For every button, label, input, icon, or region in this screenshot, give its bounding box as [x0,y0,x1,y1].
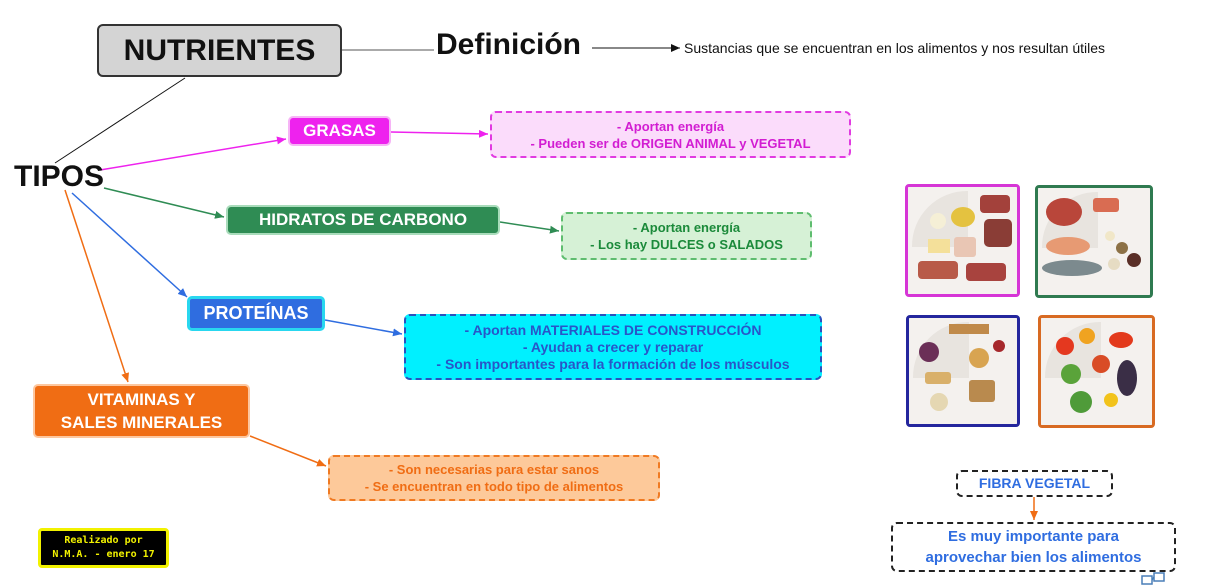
vitaminas-node: VITAMINAS Y SALES MINERALES [33,384,250,438]
grasas-info-line: - Pueden ser de ORIGEN ANIMAL y VEGETAL [530,135,811,151]
proteinas-info-line: - Aportan MATERIALES DE CONSTRUCCIÓN [464,321,762,338]
definicion-text: Sustancias que se encuentran en los alim… [684,40,1106,56]
tipos-label: TIPOS [14,160,105,193]
hidratos-node: HIDRATOS DE CARBONO [226,205,500,235]
grasas-node: GRASAS [288,116,391,146]
grasas-to-info-arrow [390,129,489,138]
proteinas-food-photo [1035,185,1153,298]
credit-line: N.M.A. - enero 17 [52,549,155,560]
grasas-food-photo [905,184,1020,297]
vitaminas-info-line: - Son necesarias para estar sanos [388,462,600,477]
vitaminas-info-line: - Se encuentran en todo tipo de alimento… [364,479,624,494]
cmap-logo-icon [1141,572,1165,585]
title-to-tipos-line [54,77,186,164]
vitaminas-to-info-arrow [249,435,327,467]
hidratos-info-line: - Aportan energía [632,220,741,235]
fibra-vegetal-label: FIBRA VEGETAL [956,470,1113,497]
fibra-desc-line: Es muy importante para [948,528,1119,545]
fibra-desc-line: aprovechar bien los alimentos [925,549,1142,566]
fibra-vegetal-desc: Es muy importante para aprovechar bien l… [891,522,1176,572]
proteinas-info-line: - Son importantes para la formación de l… [436,355,790,372]
author-credit: Realizado por N.M.A. - enero 17 [38,528,169,568]
proteinas-info-box: - Aportan MATERIALES DE CONSTRUCCIÓN - A… [404,314,822,380]
proteinas-node: PROTEÍNAS [187,296,325,331]
tipos-to-grasas-arrow [99,136,287,171]
nutrientes-title: NUTRIENTES [97,24,342,77]
hidratos-info-box: - Aportan energía - Los hay DULCES o SAL… [561,212,812,260]
hidratos-to-info-arrow [499,221,560,234]
vitaminas-line-2: SALES MINERALES [60,413,223,432]
proteinas-to-info-arrow [324,319,403,337]
vitaminas-line-1: VITAMINAS Y [87,390,196,409]
grasas-info-line: - Aportan energía [616,118,725,134]
hidratos-info-line: - Los hay DULCES o SALADOS [590,237,783,252]
vitaminas-info-box: - Son necesarias para estar sanos - Se e… [328,455,660,501]
vitaminas-food-photo [1038,315,1155,428]
credit-line: Realizado por [64,535,143,546]
definicion-label: Definición [436,28,582,61]
tipos-to-vitaminas-arrow [64,189,129,383]
grasas-info-box: - Aportan energía - Pueden ser de ORIGEN… [490,111,851,158]
tipos-to-hidratos-arrow [103,187,225,219]
proteinas-info-line: - Ayudan a crecer y reparar [522,338,704,355]
hidratos-food-photo [906,315,1020,427]
tipos-to-proteinas-arrow [71,192,188,298]
